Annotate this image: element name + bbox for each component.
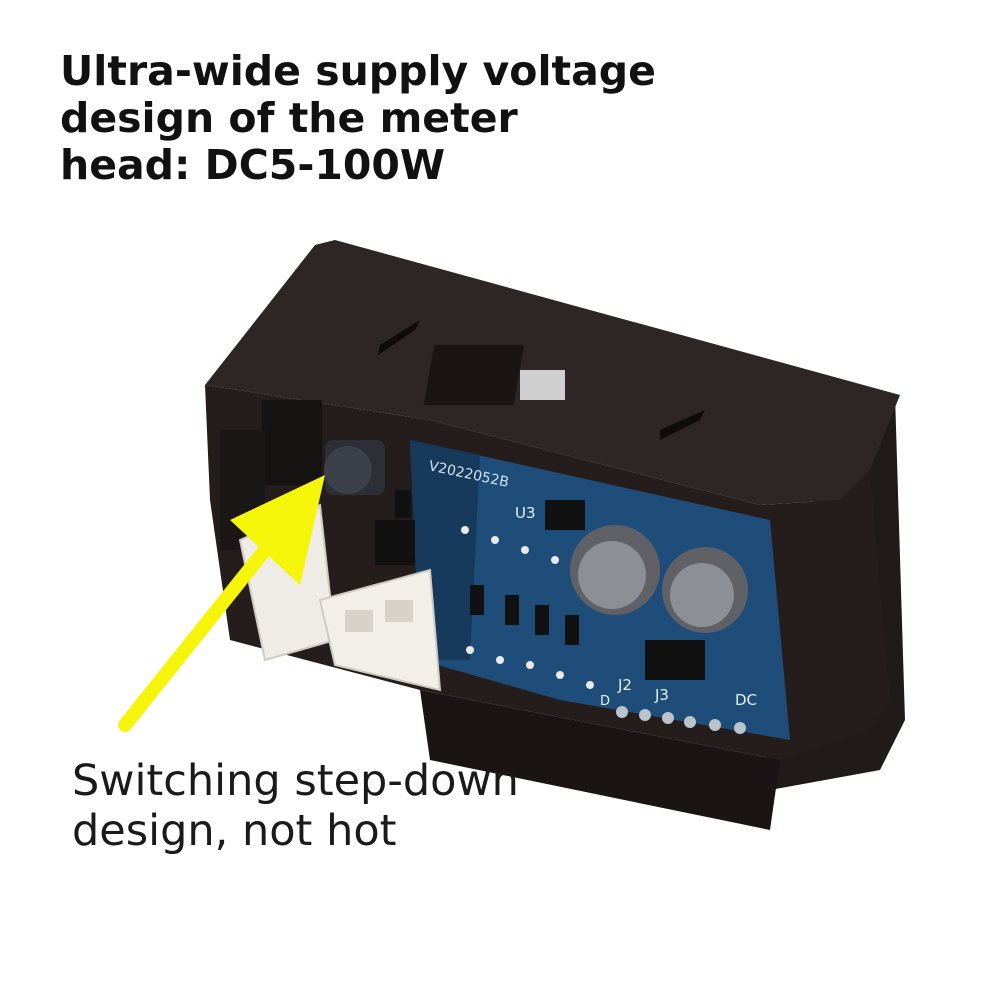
pcb-j3-label: J3	[654, 686, 669, 704]
caption-line-1: Switching step-down	[72, 756, 519, 806]
headline-line-3: head: DC5-100W	[60, 141, 446, 189]
housing-bottom	[420, 690, 780, 830]
pcb-pins	[461, 526, 594, 689]
pcb-d-label: D	[600, 694, 610, 709]
connector-pin	[345, 610, 373, 632]
capacitor-top	[670, 563, 734, 627]
caption-line-2: design, not hot	[72, 806, 397, 856]
housing-window	[423, 345, 525, 405]
capacitor-top	[578, 541, 646, 609]
headline: Ultra-wide supply voltage design of the …	[60, 48, 760, 189]
caption: Switching step-down design, not hot	[72, 756, 672, 856]
housing-slot	[378, 320, 420, 355]
component-block	[262, 400, 322, 485]
headline-line-2: design of the meter	[60, 94, 518, 142]
inductor-cap	[324, 446, 372, 494]
smd-components	[395, 490, 705, 680]
housing-window-glint	[520, 370, 565, 400]
housing-slot	[660, 410, 705, 440]
pcb-pads	[616, 706, 746, 734]
headline-line-1: Ultra-wide supply voltage	[60, 47, 656, 95]
pcb-u3-label: U3	[515, 504, 536, 522]
pcb-j2-label: J2	[617, 676, 632, 694]
connector-pin	[385, 600, 413, 622]
pcb-dc-label: DC	[735, 691, 757, 709]
component-block	[375, 520, 415, 565]
arrow-icon	[118, 475, 325, 732]
